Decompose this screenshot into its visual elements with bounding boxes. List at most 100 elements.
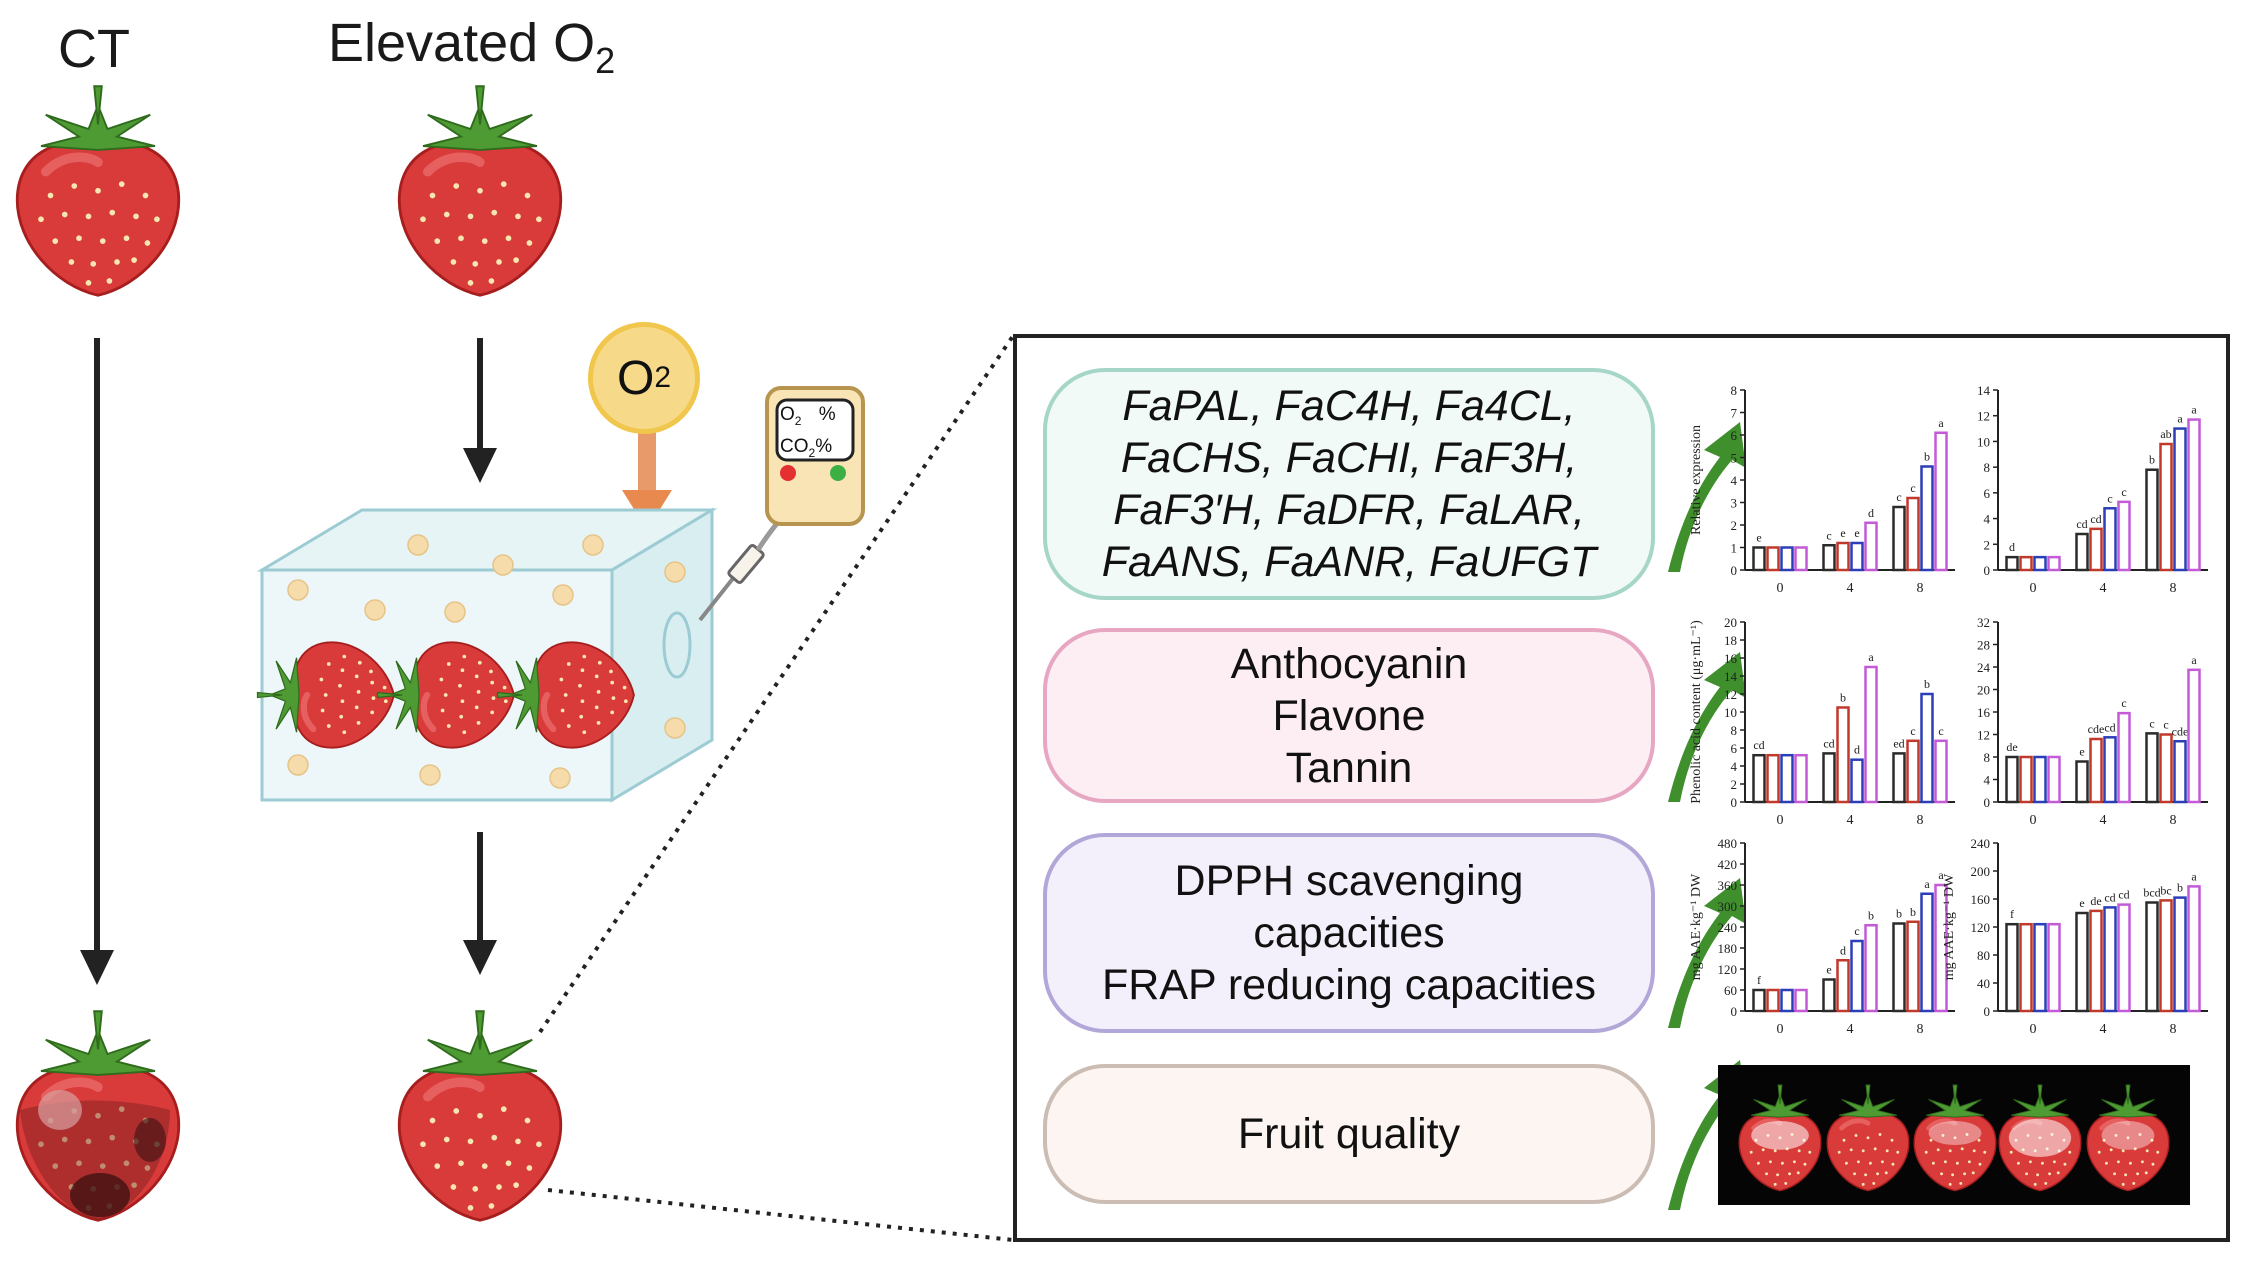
chart-bar-letter: e	[1756, 531, 1761, 545]
chart-y-tick-label: 2	[1984, 537, 1991, 552]
chart-bar-letter: ed	[1893, 736, 1904, 750]
chart-y-tick-label: 10	[1977, 434, 1990, 449]
chart-bar-letter: c	[1910, 481, 1915, 495]
chart-y-tick-label: 360	[1718, 878, 1738, 893]
chart-bar-letter: b	[1868, 908, 1874, 922]
chart-bar-letter: a	[1938, 416, 1944, 430]
chart-y-tick-label: 0	[1731, 795, 1738, 810]
chart-bar-letter: a	[1938, 868, 1944, 882]
treatment-label: Elevated O2	[328, 13, 616, 81]
chart-bar	[1794, 753, 1808, 804]
chart-y-tick-label: 300	[1718, 899, 1738, 914]
chart-bar-letter: cd	[2090, 512, 2101, 526]
chart-bar	[1794, 988, 1808, 1013]
chart-bar	[2159, 733, 2173, 804]
chart-y-tick-label: 200	[1971, 864, 1991, 879]
chart-bar-letter: cd	[2104, 890, 2115, 904]
chart-bar	[2103, 736, 2117, 804]
chart-y-tick-label: 1	[1731, 541, 1738, 556]
chart-bar-letter: c	[1826, 528, 1831, 542]
chart-bar-letter: e	[1854, 526, 1859, 540]
chart-bar	[1752, 546, 1766, 572]
chart-y-tick-label: 2	[1731, 777, 1738, 792]
chart-bar	[1920, 465, 1934, 572]
chart-bar	[1766, 753, 1780, 804]
chart-bar-letter: e	[1826, 963, 1831, 977]
chart-y-tick-label: 12	[1724, 687, 1737, 702]
chart-y-tick-label: 3	[1731, 496, 1738, 511]
chart-bar	[2005, 755, 2019, 804]
chart-bar	[2159, 442, 2173, 572]
chart-bar	[2047, 555, 2061, 572]
chart-bar	[2089, 527, 2103, 572]
chart-bar-letter: c	[2121, 696, 2126, 710]
chart-bar	[1780, 546, 1794, 572]
chart-y-tick-label: 60	[1724, 983, 1737, 998]
chart-bar	[1906, 920, 1920, 1013]
chart-bar-letter: b	[1896, 907, 1902, 921]
chart-y-tick-label: 160	[1971, 892, 1991, 907]
chart-bar-letter: b	[1924, 450, 1930, 464]
chart-bar	[1850, 541, 1864, 572]
chart-bar-letter: bc	[2160, 883, 2171, 897]
chart-y-tick-label: 40	[1977, 976, 1990, 991]
chart-bar	[1934, 883, 1948, 1013]
chart-bar-letter: bcd	[2143, 886, 2160, 900]
chart-bar-letter: d	[1868, 506, 1874, 520]
chart-bar-letter: b	[1840, 691, 1846, 705]
chart-bar	[2103, 507, 2117, 572]
chart-bar	[1892, 505, 1906, 572]
chart-bar	[2173, 740, 2187, 804]
chart-x-tick-label: 8	[2170, 813, 2177, 828]
chart-y-tick-label: 5	[1731, 451, 1738, 466]
chart-bar	[2117, 500, 2131, 572]
chart-bar-letter: b	[1910, 905, 1916, 919]
chart-x-tick-label: 4	[2100, 1022, 2107, 1037]
chart-bar-letter: c	[1910, 724, 1915, 738]
chart-bar-letter: c	[2163, 718, 2168, 732]
chart-y-tick-label: 12	[1977, 409, 1990, 424]
chart-y-tick-label: 6	[1731, 741, 1738, 756]
chart-x-tick-label: 4	[2100, 581, 2107, 596]
fresh-strawberry-treatment	[399, 86, 561, 295]
chart-bar	[2145, 901, 2159, 1013]
fresh-strawberry-control	[17, 86, 179, 295]
chart-bar-letter: c	[2107, 491, 2112, 505]
chart-bar	[2075, 532, 2089, 572]
chart-bar-letter: a	[2191, 653, 2197, 667]
chart-bar	[1836, 541, 1850, 572]
chart-bar	[2187, 668, 2201, 804]
chart-y-tick-label: 120	[1718, 962, 1738, 977]
chart-x-tick-label: 4	[2100, 813, 2107, 828]
chart-bar	[2117, 711, 2131, 804]
chart-y-tick-label: 8	[1984, 460, 1991, 475]
fruit-quality-pill: Fruit quality	[1043, 1064, 1655, 1204]
zoom-line-bottom	[547, 1188, 1014, 1242]
chart-bar-letter: c	[1938, 724, 1943, 738]
chart-bar-letter: d	[1840, 943, 1846, 957]
chart-y-tick-label: 180	[1718, 941, 1738, 956]
chart-y-tick-label: 14	[1724, 669, 1738, 684]
chart-y-tick-label: 16	[1724, 651, 1738, 666]
chart-bar	[1836, 959, 1850, 1013]
chart-bar	[1864, 924, 1878, 1013]
treatment-arrow-top-head	[463, 448, 497, 483]
chart-y-tick-label: 6	[1984, 486, 1991, 501]
o2-arrow-shaft	[638, 425, 656, 495]
treatment-arrow-bottom-head	[463, 940, 497, 975]
chart-bar	[2047, 922, 2061, 1013]
chart-bar	[1920, 892, 1934, 1013]
chart-bar-letter: cd	[2118, 888, 2129, 902]
chart-bar	[2089, 909, 2103, 1013]
storage-chamber	[258, 507, 718, 803]
chart-bar	[2047, 755, 2061, 804]
chart-y-tick-label: 4	[1984, 773, 1991, 788]
meter-green-light	[830, 465, 846, 481]
chart-bar-letter: a	[2191, 869, 2197, 883]
chart-x-tick-label: 0	[2030, 581, 2037, 596]
chart-bar	[1864, 521, 1878, 572]
pathway-gene-pill: FaPAL, FaC4H, Fa4CL, FaCHS, FaCHI, FaF3H…	[1043, 368, 1655, 600]
chart-bar	[2117, 903, 2131, 1013]
zoom-line-top	[538, 334, 1015, 1034]
